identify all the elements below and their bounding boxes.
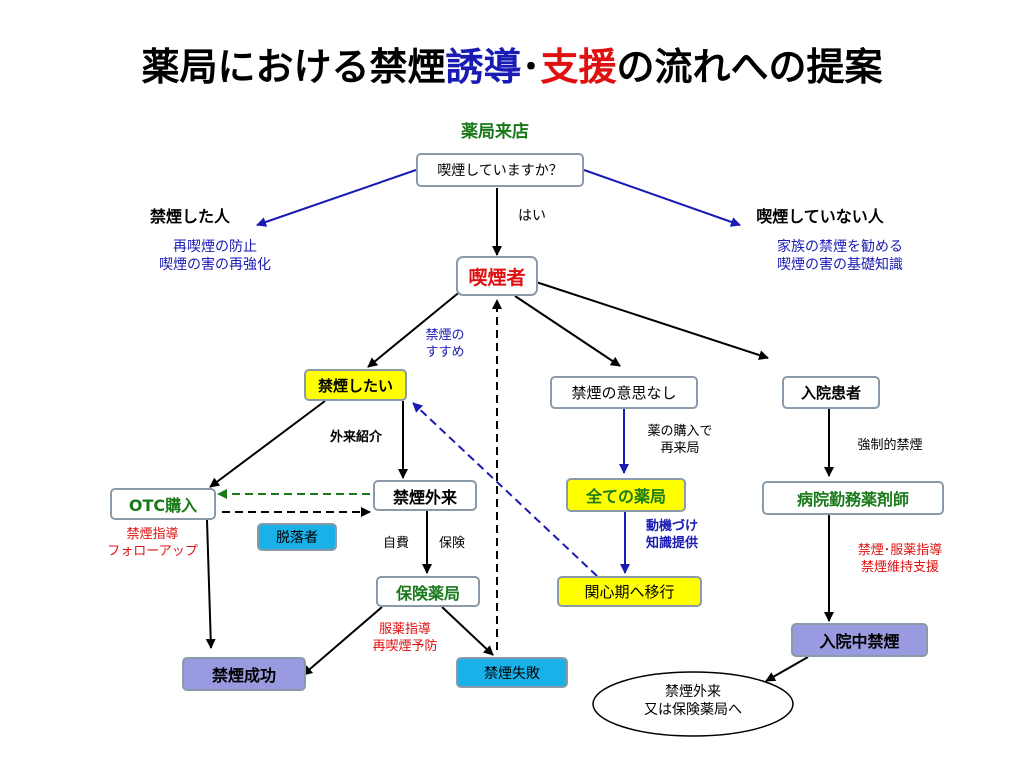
node-want-to-quit: 禁煙したい [304, 369, 407, 401]
page-title: 薬局における禁煙誘導･支援の流れへの提案 [141, 45, 883, 89]
label-motivation: 動機づけ 知識提供 [632, 519, 712, 553]
arrow-question-to-non-smoker [583, 169, 741, 227]
label-revisit-line1: 薬の購入で [647, 424, 713, 439]
label-mandatory: 強制的禁煙 [857, 438, 923, 453]
node-inpatient-quit: 入院中禁煙 [791, 623, 928, 657]
arrow-interest-to-want-quit [412, 402, 598, 577]
node-destination-line1: 禁煙外来 [665, 684, 721, 700]
node-insurance-pharmacy: 保険薬局 [376, 576, 480, 607]
label-quit-support-line2: 喫煙の害の再強化 [159, 257, 271, 274]
node-smoker: 喫煙者 [456, 256, 538, 296]
node-otc-purchase: OTC購入 [110, 488, 216, 520]
arrow-smoker-to-no-intention [514, 295, 621, 367]
label-recommend-line1: 禁煙の [425, 328, 465, 343]
node-all-pharmacies: 全ての薬局 [566, 478, 686, 512]
label-otc-support-line1: 禁煙指導 [126, 527, 179, 542]
node-destination: 禁煙外来 又は保険薬局へ [603, 683, 783, 719]
node-clinic: 禁煙外来 [373, 480, 477, 511]
node-no-intention: 禁煙の意思なし [550, 376, 698, 409]
label-revisit: 薬の購入で 再来局 [630, 424, 730, 458]
node-destination-line2: 又は保険薬局へ [644, 702, 742, 719]
label-quit-support-line1: 再喫煙の防止 [173, 239, 257, 255]
label-medication-guidance-line2: 再喫煙予防 [372, 638, 438, 654]
node-interest-stage: 関心期へ移行 [557, 576, 702, 607]
arrow-inpatient-quit-to-ellipse [765, 656, 809, 682]
node-quit-person: 禁煙した人 [149, 207, 230, 226]
label-yes: はい [518, 208, 546, 224]
label-medication-guidance-line1: 服薬指導 [378, 622, 431, 637]
label-medication-guidance: 服薬指導 再喫煙予防 [350, 622, 460, 656]
label-insurance: 保険 [438, 536, 465, 551]
label-nonsmoker-support: 家族の禁煙を勧める 喫煙の害の基礎知識 [735, 238, 945, 274]
label-nonsmoker-support-line1: 家族の禁煙を勧める [777, 239, 903, 255]
label-quit-support: 再喫煙の防止 喫煙の害の再強化 [110, 238, 320, 274]
arrow-otc-to-success [205, 519, 216, 649]
label-otc-support: 禁煙指導 フォローアップ [90, 527, 215, 561]
node-failure: 禁煙失敗 [456, 657, 568, 688]
node-dropout: 脱落者 [257, 523, 337, 551]
label-otc-support-line2: フォローアップ [107, 543, 198, 559]
label-hospital-support-line2: 禁煙維持支援 [860, 559, 939, 575]
arrow-smoker-to-inpatient [535, 281, 769, 360]
label-motivation-line2: 知識提供 [645, 535, 698, 551]
arrow-insurance-to-failure [441, 606, 494, 656]
node-inpatient: 入院患者 [782, 376, 880, 409]
node-hospital-pharmacist: 病院勤務薬剤師 [762, 481, 944, 515]
arrow-question-to-quit-person [256, 169, 417, 227]
node-pharmacy-visit: 薬局来店 [461, 122, 529, 142]
arrow-smoker-to-want-quit [367, 289, 463, 368]
arrow-want-quit-to-otc [209, 400, 326, 488]
label-motivation-line1: 動機づけ [645, 519, 698, 534]
node-success: 禁煙成功 [182, 657, 306, 691]
label-recommend: 禁煙の すすめ [410, 328, 480, 362]
label-nonsmoker-support-line2: 喫煙の害の基礎知識 [777, 257, 903, 274]
node-question: 喫煙していますか？ [416, 153, 584, 187]
label-hospital-support: 禁煙･服薬指導 禁煙維持支援 [835, 543, 965, 577]
label-hospital-support-line1: 禁煙･服薬指導 [857, 543, 943, 558]
label-self-pay: 自費 [382, 536, 409, 551]
arrow-insurance-to-success [302, 606, 383, 676]
destination-ellipse [592, 671, 794, 737]
label-referral: 外来紹介 [329, 430, 382, 445]
label-recommend-line2: すすめ [425, 344, 465, 360]
label-revisit-line2: 再来局 [660, 440, 700, 456]
node-non-smoker: 喫煙していない人 [756, 207, 884, 226]
